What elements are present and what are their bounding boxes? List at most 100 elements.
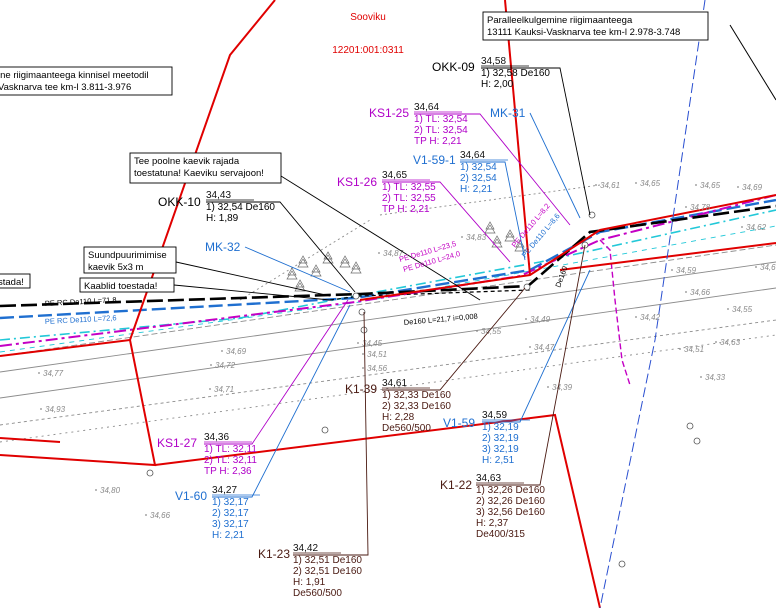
well-name: V1-59: [443, 416, 475, 430]
note-leader-top-right: [729, 24, 776, 101]
tree-icon: [310, 264, 322, 277]
pipe-label-pe-rc-2: PE RC De110 L=72,6: [45, 313, 117, 326]
elevation-value: 34,59: [676, 266, 697, 275]
note-box-frame: [83, 246, 177, 274]
elevation-value: 34,63: [720, 338, 741, 347]
note-line: ine riigimaanteega kinnisel meetodil: [0, 70, 149, 81]
leader-lines: [173, 67, 591, 556]
well-detail-line: 1) TL: 32,55: [382, 182, 436, 193]
boundary-5: [359, 194, 776, 301]
elevation-value: 34,66: [690, 288, 711, 297]
elevation-value: 34,51: [684, 345, 704, 354]
well-detail-line: De560/500: [293, 588, 342, 599]
elevation-dot: [737, 186, 739, 188]
elevation-dot: [95, 489, 97, 491]
well-name: OKK-09: [432, 60, 475, 74]
elevation-dot: [695, 184, 697, 186]
elevation-value: 34,65: [700, 181, 721, 190]
well-detail-line: H: 2,00: [481, 79, 514, 90]
leader-okk-09: [481, 67, 591, 216]
boundary-4: [504, 0, 531, 276]
boundary-7: [0, 437, 61, 443]
elevation-value: 34,66: [150, 511, 171, 520]
elevation-value: 34,39: [552, 383, 573, 392]
note-line: stada!: [0, 277, 24, 288]
elevation-dot: [727, 308, 729, 310]
well-detail-line: H: 2,21: [212, 530, 245, 541]
road-edge-4: [0, 244, 776, 357]
elevation-dot: [671, 269, 673, 271]
elevation-value: 34,62: [746, 223, 767, 232]
leader-note-bore: [175, 261, 331, 297]
well-name: V1-60: [175, 489, 207, 503]
elevation-value: 34,83: [466, 233, 487, 242]
pipe-label-pe-rc-1: PE RC De110 L=71,8: [45, 295, 117, 308]
elevation-value: 34,69: [760, 263, 776, 272]
well-detail-line: De560/500: [382, 423, 431, 434]
well-top-elevation: 34,65: [382, 170, 407, 181]
well-top-elevation: 34,63: [476, 473, 501, 484]
well-top-elevation: 34,64: [414, 102, 439, 113]
well-top-elevation: 34,42: [293, 543, 318, 554]
elevation-dot: [362, 353, 364, 355]
well-detail-line: 3) 32,19: [482, 444, 519, 455]
well-top-elevation: 34,61: [382, 378, 407, 389]
road-edge-5: [0, 334, 776, 443]
well-detail-line: 1) 32,58 De160: [481, 68, 550, 79]
well-name: KS1-26: [337, 175, 377, 189]
well-detail-line: H: 1,91: [293, 577, 326, 588]
leader-k1-39: [382, 287, 526, 391]
well-name: K1-39: [345, 382, 377, 396]
note-line: Paralleelkulgemine riigimaanteega: [487, 15, 633, 26]
pipe-branch-magenta: [599, 239, 631, 386]
well-detail-line: TP H: 2,21: [414, 136, 462, 147]
elevation-value: 34,55: [481, 327, 502, 336]
elevation-dot: [685, 291, 687, 293]
well-detail-line: 1) TL: 32,54: [414, 114, 468, 125]
leader-k1-22: [476, 244, 586, 486]
elevation-dot: [357, 342, 359, 344]
well-name: K1-23: [258, 547, 290, 561]
well-top-elevation: 34,58: [481, 56, 506, 67]
note-line: 13111 Kauksi-Vasknarva tee km-l 2.978-3.…: [487, 27, 680, 38]
note-line: Suundpuurimimise: [88, 250, 167, 261]
leader-note-cables: [173, 284, 331, 301]
note-line: kaevik 5x3 m: [88, 262, 144, 273]
road-edge-1: [0, 261, 776, 373]
manhole-icon: [321, 426, 329, 434]
leader-okk-10: [206, 201, 356, 293]
leader-ks1-25: [414, 113, 571, 226]
elevation-dot: [525, 318, 527, 320]
well-detail-line: H: 2,28: [382, 412, 415, 423]
elevation-value: 34,77: [43, 369, 64, 378]
well-top-elevation: 34,27: [212, 485, 237, 496]
well-name: K1-22: [440, 478, 472, 492]
elevation-value: 34,51: [367, 350, 387, 359]
well-detail-line: 2) TL: 32,55: [382, 193, 436, 204]
well-detail-line: H: 2,21: [460, 184, 493, 195]
well-detail-line: 2) 32,33 De160: [382, 401, 451, 412]
note-road-land: ine riigimaanteega kinnisel meetodilVask…: [0, 66, 173, 96]
note-cables: Kaablid toestada!: [79, 277, 175, 293]
well-top-elevation: 34,64: [460, 150, 485, 161]
elevation-value: 34,55: [732, 305, 753, 314]
note-box-frame: [79, 277, 175, 293]
elevation-value: 34,78: [690, 203, 711, 212]
well-name: KS1-25: [369, 106, 409, 120]
boundary-3: [154, 413, 601, 608]
manhole-icon: [523, 283, 531, 291]
elevation-dot: [476, 330, 478, 332]
elevation-dot: [210, 364, 212, 366]
